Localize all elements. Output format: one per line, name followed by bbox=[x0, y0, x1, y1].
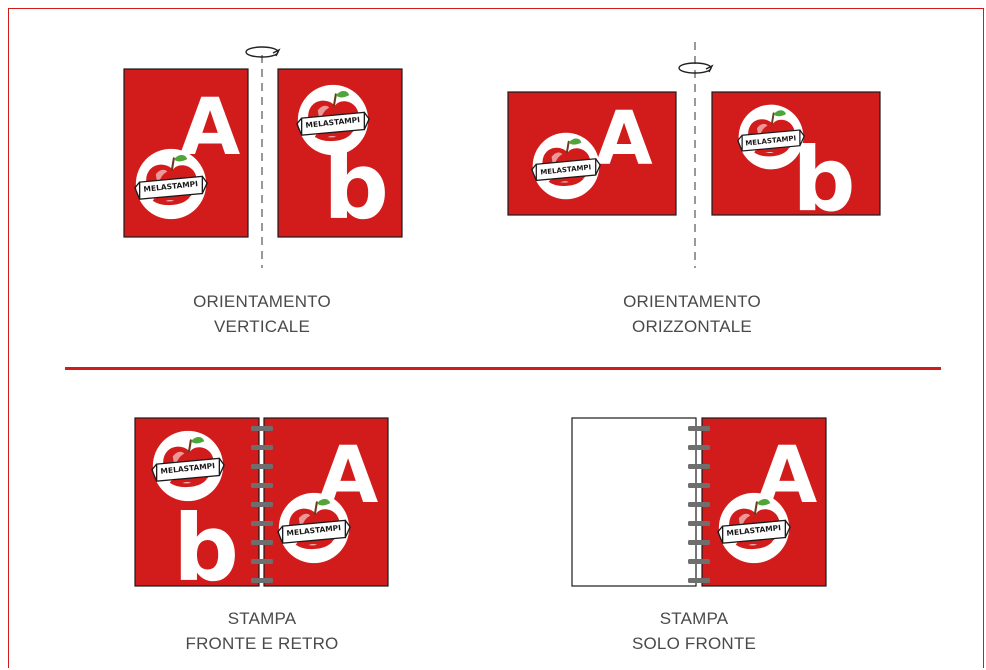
card-back: b MELASTAMPI bbox=[711, 91, 881, 231]
simplex-print-diagram: A MELASTAMPI bbox=[571, 417, 827, 587]
vertical-orientation-diagram: A MELASTAMPI b MELASTAMPI bbox=[123, 46, 403, 268]
caption-line-1: STAMPA bbox=[227, 609, 297, 628]
card-back: b MELASTAMPI bbox=[277, 68, 403, 240]
caption-simplex: STAMPA SOLO FRONTE bbox=[574, 606, 814, 656]
caption-line-2: VERTICALE bbox=[214, 317, 310, 336]
rotate-arrow-icon bbox=[678, 62, 714, 74]
blank-back-page bbox=[571, 417, 697, 587]
card-front: A MELASTAMPI bbox=[507, 91, 677, 216]
page-front: A MELASTAMPI bbox=[701, 417, 827, 587]
diagram-frame bbox=[8, 8, 984, 668]
rotate-arrow-icon bbox=[245, 46, 281, 58]
caption-line-1: STAMPA bbox=[659, 609, 729, 628]
caption-vertical: ORIENTAMENTO VERTICALE bbox=[142, 289, 382, 339]
spiral-binding-icon bbox=[251, 426, 273, 583]
back-letter: b bbox=[173, 495, 239, 602]
duplex-print-diagram: b MELASTAMPI A MELASTAMPI bbox=[134, 417, 389, 602]
caption-line-1: ORIENTAMENTO bbox=[193, 292, 331, 311]
caption-line-1: ORIENTAMENTO bbox=[623, 292, 761, 311]
caption-duplex: STAMPA FRONTE E RETRO bbox=[142, 606, 382, 656]
card-front: A MELASTAMPI bbox=[123, 68, 249, 238]
spiral-binding-icon bbox=[688, 426, 710, 583]
caption-line-2: FRONTE E RETRO bbox=[185, 634, 339, 653]
front-letter: A bbox=[595, 96, 652, 182]
page-back: b MELASTAMPI bbox=[134, 417, 260, 602]
section-divider bbox=[65, 367, 941, 370]
caption-horizontal: ORIENTAMENTO ORIZZONTALE bbox=[572, 289, 812, 339]
page-front: A MELASTAMPI bbox=[263, 417, 389, 587]
caption-line-2: ORIZZONTALE bbox=[632, 317, 752, 336]
back-letter: b bbox=[793, 128, 856, 231]
caption-line-2: SOLO FRONTE bbox=[631, 634, 757, 653]
horizontal-orientation-diagram: A MELASTAMPI b MELASTAMPI bbox=[507, 42, 881, 268]
